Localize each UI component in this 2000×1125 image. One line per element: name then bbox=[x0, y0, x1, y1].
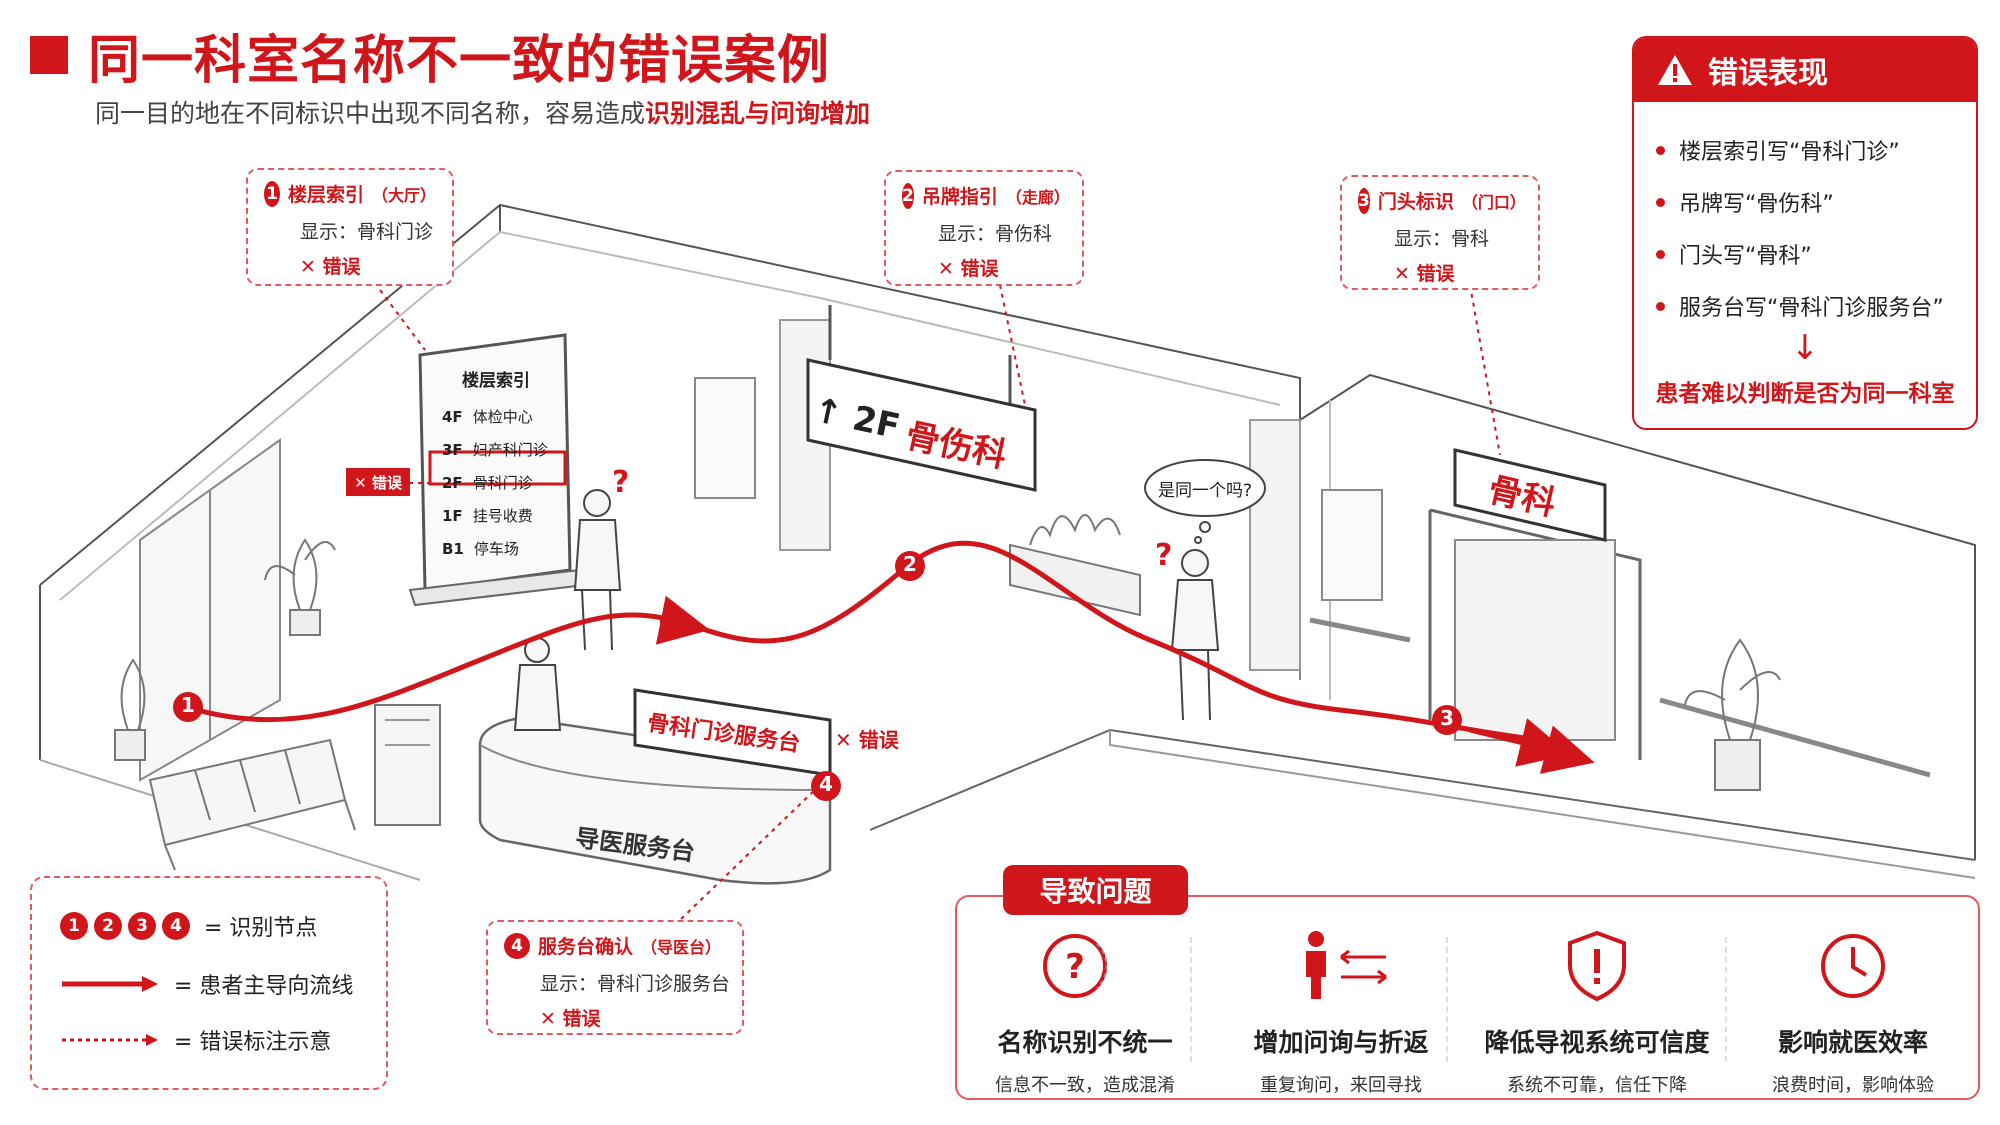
directory-error-highlight bbox=[428, 450, 567, 486]
legend-error-row: = 错误标注示意 bbox=[60, 1024, 331, 1056]
error-list-item: 吊牌写“骨伤科” bbox=[1656, 176, 1976, 228]
node-1-label: 1 bbox=[181, 693, 195, 717]
error-list-item: 门头写“骨科” bbox=[1656, 228, 1976, 280]
node-4 bbox=[811, 771, 841, 801]
callout-1-number: 1 bbox=[264, 180, 280, 207]
problem-title: 名称识别不统一 bbox=[997, 1028, 1173, 1057]
node-1 bbox=[173, 692, 203, 722]
error-x-icon: ✕ bbox=[300, 256, 316, 278]
node-4-label: 4 bbox=[819, 772, 833, 796]
directory-error-tag: ✕ 错误 bbox=[346, 468, 410, 496]
error-list-item: 服务台写“骨科门诊服务台” bbox=[1656, 280, 1976, 332]
problems-panel: ? 名称识别不统一 信息不一致，造成混淆 增加问询与折返 重复询问，来回寻找 降… bbox=[955, 895, 1980, 1100]
hanging-sign-board bbox=[806, 358, 1037, 492]
question-mark-1: ? bbox=[612, 465, 630, 500]
clock-icon bbox=[1821, 934, 1885, 998]
page-subtitle: 同一目的地在不同标识中出现不同名称，容易造成识别混乱与问询增加 bbox=[95, 94, 870, 130]
problem-title: 增加问询与折返 bbox=[1253, 1028, 1429, 1057]
callout-2-error: ✕ 错误 bbox=[938, 258, 999, 280]
error-x-icon: ✕ bbox=[540, 1008, 556, 1030]
callout-4-number: 4 bbox=[504, 932, 530, 959]
directory-title: 楼层索引 bbox=[462, 371, 530, 391]
person-arrows-icon bbox=[1306, 931, 1387, 999]
subtitle-highlight: 识别混乱与问询增加 bbox=[645, 99, 871, 128]
svg-text:?: ? bbox=[1065, 947, 1085, 987]
error-conclusion: 患者难以判断是否为同一科室 bbox=[1655, 381, 1955, 407]
dashed-arrow-icon bbox=[62, 1034, 158, 1046]
floor-directory-board bbox=[418, 333, 572, 592]
problem-item: 影响就医效率 浪费时间，影响体验 bbox=[1725, 927, 1981, 1097]
problem-item: ? 名称识别不统一 信息不一致，造成混淆 bbox=[957, 927, 1213, 1097]
node-2 bbox=[895, 551, 925, 581]
node-2-label: 2 bbox=[903, 552, 917, 576]
error-panel-title: 错误表现 bbox=[1708, 56, 1828, 91]
warning-icon bbox=[1658, 55, 1692, 85]
problems-tag: 导致问题 bbox=[1003, 865, 1188, 915]
problem-desc: 系统不可靠，信任下降 bbox=[1507, 1075, 1687, 1096]
subtitle-text: 同一目的地在不同标识中出现不同名称，容易造成 bbox=[95, 99, 646, 128]
problem-divider bbox=[1190, 937, 1192, 1062]
node-3-label: 3 bbox=[1440, 706, 1454, 730]
desk-error-label: ✕ 错误 bbox=[835, 728, 899, 752]
page-title: 同一科室名称不一致的错误案例 bbox=[88, 31, 831, 91]
error-panel-header: 错误表现 bbox=[1634, 38, 1976, 102]
problem-title: 影响就医效率 bbox=[1777, 1028, 1928, 1057]
node-markers bbox=[173, 551, 1462, 801]
person-2-head bbox=[1181, 549, 1209, 577]
callout-4-error: ✕ 错误 bbox=[540, 1008, 601, 1030]
solid-arrow-icon bbox=[62, 976, 158, 992]
callout-2-number: 2 bbox=[902, 182, 914, 209]
problem-desc: 重复询问，来回寻找 bbox=[1260, 1075, 1422, 1096]
error-x-icon: ✕ bbox=[835, 728, 852, 752]
node-3 bbox=[1432, 705, 1462, 735]
error-x-icon: ✕ bbox=[938, 258, 954, 280]
callout-2-display: 显示：骨伤科 bbox=[938, 223, 1053, 245]
question-mark-2: ? bbox=[1155, 538, 1173, 573]
problem-divider bbox=[1725, 937, 1727, 1062]
shield-alert-icon bbox=[1568, 930, 1626, 1002]
down-arrow-icon: ↓ bbox=[1790, 328, 1820, 368]
callout-1-error: ✕ 错误 bbox=[300, 256, 361, 278]
error-panel: 错误表现 楼层索引写“骨科门诊” 吊牌写“骨伤科” 门头写“骨科” 服务台写“骨… bbox=[1632, 36, 1978, 430]
problem-divider bbox=[1446, 937, 1448, 1062]
error-list-item: 楼层索引写“骨科门诊” bbox=[1656, 124, 1976, 176]
callout-1-display: 显示：骨科门诊 bbox=[300, 221, 434, 243]
thought-text: 是同一个吗? bbox=[1158, 481, 1253, 501]
problem-desc: 浪费时间，影响体验 bbox=[1772, 1075, 1934, 1096]
error-list: 楼层索引写“骨科门诊” 吊牌写“骨伤科” 门头写“骨科” 服务台写“骨科门诊服务… bbox=[1634, 102, 1976, 332]
callout-4-display: 显示：骨科门诊服务台 bbox=[540, 973, 731, 995]
person-1-head bbox=[583, 489, 611, 517]
callout-3-number: 3 bbox=[1358, 187, 1370, 214]
problem-title: 降低导视系统可信度 bbox=[1484, 1028, 1710, 1057]
title-marker bbox=[30, 36, 68, 74]
question-icon: ? bbox=[1043, 934, 1108, 998]
legend-flow-row: = 患者主导向流线 bbox=[60, 968, 353, 1000]
error-x-icon: ✕ bbox=[1394, 263, 1410, 285]
door-sign-board bbox=[1453, 448, 1607, 542]
callout-3-display: 显示：骨科 bbox=[1394, 228, 1490, 250]
callout-3-error: ✕ 错误 bbox=[1394, 263, 1455, 285]
problem-item: 降低导视系统可信度 系统不可靠，信任下降 bbox=[1469, 927, 1725, 1097]
problem-item: 增加问询与折返 重复询问，来回寻找 bbox=[1213, 927, 1469, 1097]
problem-desc: 信息不一致，造成混淆 bbox=[995, 1075, 1175, 1096]
